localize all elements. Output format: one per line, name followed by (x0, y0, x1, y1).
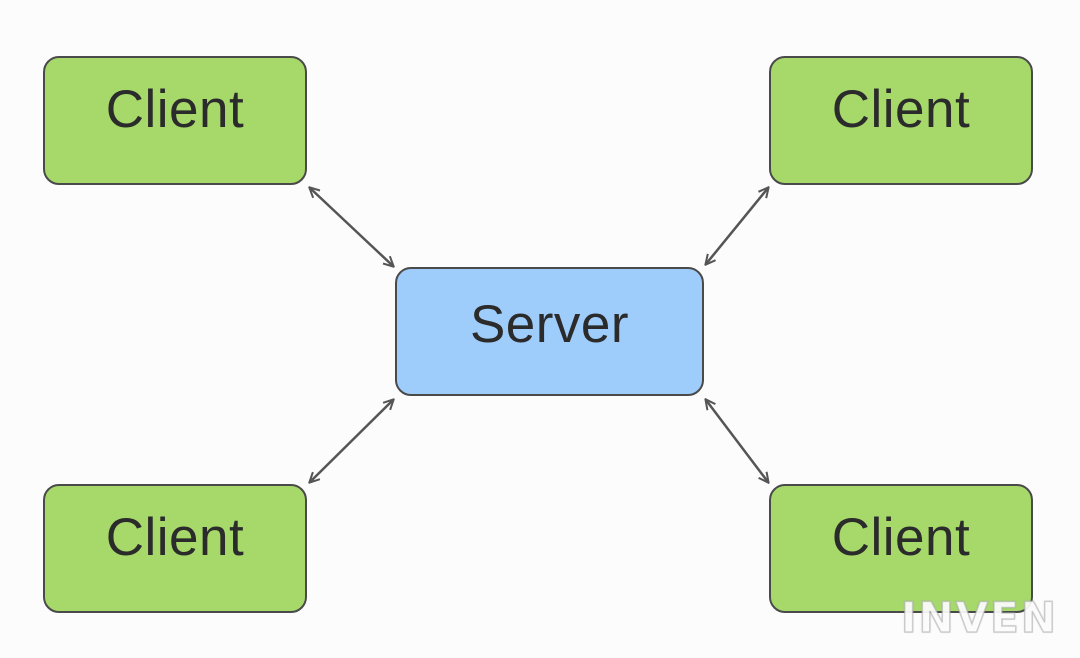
client-node-top-left: Client (43, 56, 307, 185)
client-label: Client (105, 508, 245, 567)
client-node-bottom-left: Client (43, 484, 307, 613)
arrow-server-client-top-right (706, 188, 768, 264)
server-label: Server (469, 295, 630, 354)
arrow-server-client-top-left (310, 188, 393, 266)
client-node-bottom-right: Client (769, 484, 1033, 613)
inven-watermark: INVEN (900, 592, 1058, 643)
arrow-server-client-bottom-right (706, 400, 768, 482)
client-label: Client (831, 508, 971, 567)
client-label: Client (831, 80, 971, 139)
arrow-server-client-bottom-left (310, 400, 393, 482)
client-label: Client (105, 80, 245, 139)
client-node-top-right: Client (769, 56, 1033, 185)
server-node: Server (395, 267, 704, 396)
